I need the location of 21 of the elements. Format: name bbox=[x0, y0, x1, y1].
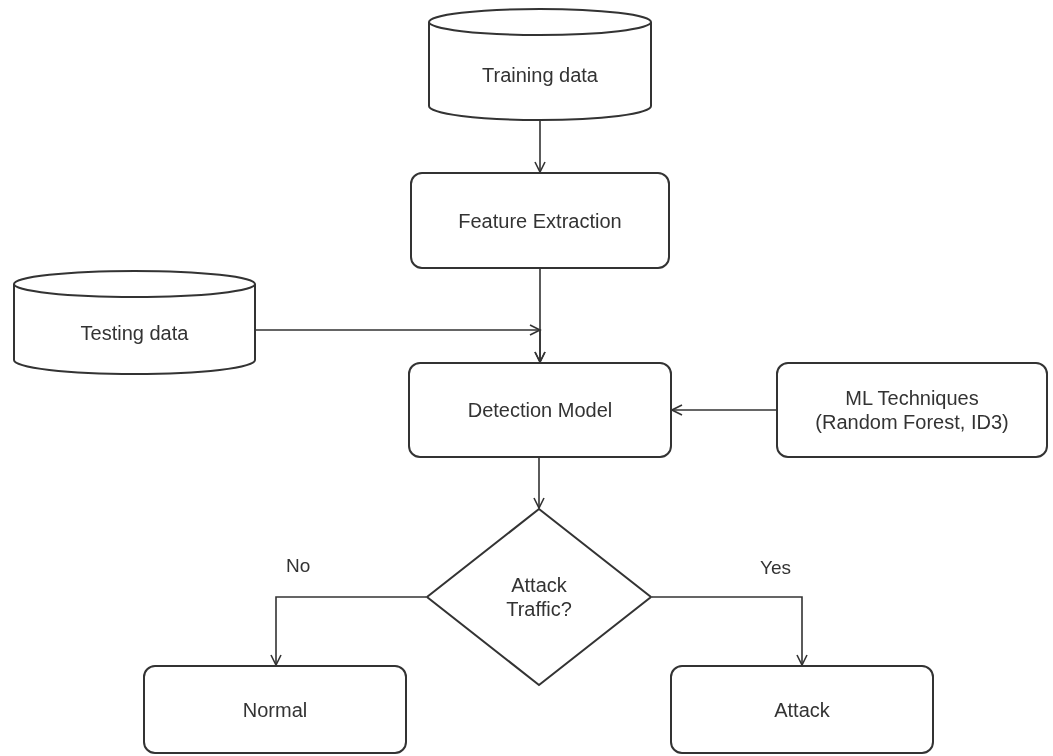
terminal-box bbox=[143, 665, 407, 754]
node-label: Attack Traffic? bbox=[505, 573, 573, 621]
process-box bbox=[408, 362, 672, 458]
edge-label: No bbox=[284, 556, 313, 575]
node-label: Normal bbox=[242, 697, 308, 722]
node-label: Detection Model bbox=[467, 398, 613, 422]
node-label: ML Techniques (Random Forest, ID3) bbox=[814, 386, 1010, 434]
arrow bbox=[255, 324, 546, 363]
arrow bbox=[270, 596, 427, 666]
process-box bbox=[410, 172, 670, 269]
node-label: Testing data bbox=[80, 321, 189, 345]
node-label: Attack bbox=[774, 697, 830, 722]
process-box bbox=[776, 362, 1048, 458]
edge-label: Yes bbox=[758, 558, 793, 577]
node-label: Training data bbox=[482, 63, 598, 87]
arrow bbox=[651, 596, 808, 666]
arrow bbox=[671, 404, 777, 416]
node-label: Feature Extraction bbox=[458, 208, 622, 233]
arrow bbox=[533, 457, 545, 509]
arrow bbox=[534, 119, 546, 173]
terminal-box bbox=[670, 665, 934, 754]
